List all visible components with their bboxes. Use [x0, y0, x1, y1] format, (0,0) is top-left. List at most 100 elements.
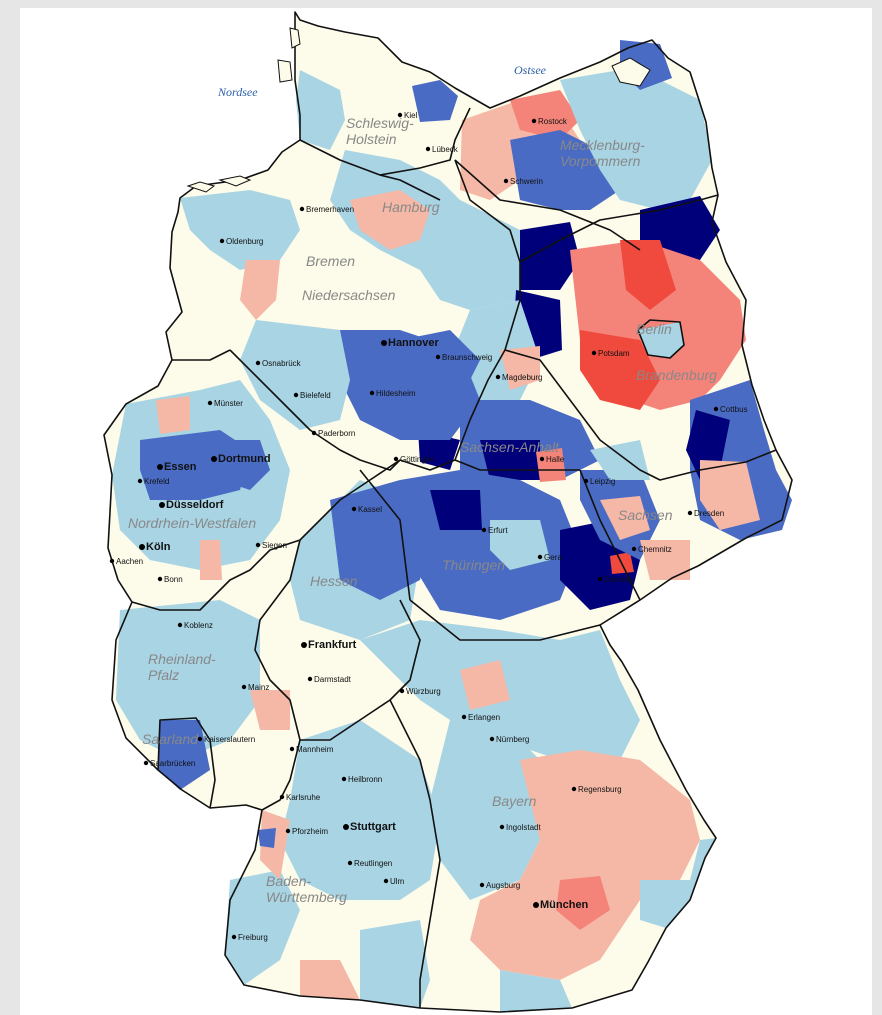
city-dot-hannover [381, 340, 387, 346]
region-47 [116, 600, 260, 760]
region-49 [158, 720, 210, 790]
region-18 [638, 322, 684, 358]
region-40 [490, 520, 550, 570]
city-label-duesseldorf: Düsseldorf [166, 499, 224, 511]
city-dot-rostock [531, 118, 537, 124]
city-label-kaiserslautern: Kaiserslautern [204, 735, 255, 744]
city-label-hildesheim: Hildesheim [376, 389, 416, 398]
city-label-essen: Essen [164, 461, 197, 473]
city-label-chemnitz: Chemnitz [638, 545, 672, 554]
state-label-schleswig-holstein: Schleswig- [346, 115, 414, 131]
city-dot-dresden [687, 510, 693, 516]
region-45 [600, 496, 650, 540]
region-30 [400, 330, 480, 400]
city-dot-mannheim [289, 746, 295, 752]
city-label-stuttgart: Stuttgart [350, 821, 396, 833]
city-label-leipzig: Leipzig [590, 477, 615, 486]
city-dot-muenster [207, 400, 213, 406]
city-dot-bielefeld [293, 392, 299, 398]
state-label-bremen: Bremen [306, 253, 355, 269]
city-dot-wuerzburg [399, 688, 405, 694]
city-label-ingolstadt: Ingolstadt [506, 823, 541, 832]
city-dot-erfurt [481, 527, 487, 533]
city-label-frankfurt: Frankfurt [308, 639, 357, 651]
city-dot-koeln [139, 544, 145, 550]
city-dot-ingolstadt [499, 824, 505, 830]
region-46 [640, 540, 690, 580]
city-dot-aachen [109, 558, 115, 564]
city-dot-braunschweig [435, 354, 441, 360]
region-4 [180, 190, 300, 270]
state-label-thueringen: Thüringen [442, 557, 505, 573]
city-dot-kassel [351, 506, 357, 512]
city-label-reutlingen: Reutlingen [354, 859, 392, 868]
city-dot-regensburg [571, 786, 577, 792]
city-dot-stuttgart [343, 824, 349, 830]
city-label-koblenz: Koblenz [184, 621, 213, 630]
region-59 [258, 828, 276, 848]
city-label-ulm: Ulm [390, 877, 405, 886]
city-dot-krefeld [137, 478, 143, 484]
city-dot-dortmund [211, 456, 217, 462]
city-label-krefeld: Krefeld [144, 477, 169, 486]
region-1 [296, 70, 345, 150]
state-label-nordrhein-westfalen: Nordrhein-Westfalen [128, 515, 256, 531]
city-dot-saarbruecken [143, 760, 149, 766]
city-label-muenster: Münster [214, 399, 243, 408]
state-label-hessen: Hessen [310, 573, 358, 589]
region-34 [156, 396, 190, 434]
sea-label-nordsee: Nordsee [217, 85, 258, 99]
region-8 [510, 90, 580, 140]
city-dot-bremerhaven [299, 206, 305, 212]
city-dot-goettingen [393, 456, 399, 462]
city-label-regensburg: Regensburg [578, 785, 622, 794]
city-dot-kiel [397, 112, 403, 118]
region-3 [330, 150, 520, 310]
city-label-kiel: Kiel [404, 111, 418, 120]
city-label-paderborn: Paderborn [318, 429, 355, 438]
city-label-saarbruecken: Saarbrücken [150, 759, 195, 768]
region-48 [250, 690, 290, 730]
city-label-heilbronn: Heilbronn [348, 775, 382, 784]
city-label-muenchen: München [540, 899, 589, 911]
state-label-hamburg: Hamburg [382, 199, 440, 215]
city-dot-erlangen [461, 714, 467, 720]
region-61 [360, 920, 430, 1008]
state-label-baden-wuerttemberg: Baden- [266, 873, 311, 889]
city-label-hannover: Hannover [388, 337, 439, 349]
region-21 [700, 460, 760, 530]
city-dot-cottbus [713, 406, 719, 412]
city-label-halle: Halle [546, 455, 565, 464]
city-dot-frankfurt [301, 642, 307, 648]
city-label-oldenburg: Oldenburg [226, 237, 263, 246]
city-dot-potsdam [591, 350, 597, 356]
city-dot-muenchen [533, 902, 539, 908]
city-label-potsdam: Potsdam [598, 349, 630, 358]
city-dot-nuernberg [489, 736, 495, 742]
city-dot-essen [157, 464, 163, 470]
state-label-niedersachsen: Niedersachsen [302, 287, 396, 303]
city-label-koeln: Köln [146, 541, 171, 553]
city-dot-gera [537, 554, 543, 560]
region-2 [412, 80, 458, 122]
region-54 [556, 876, 610, 930]
region-62 [500, 970, 572, 1012]
region-56 [280, 720, 440, 900]
city-label-augsburg: Augsburg [486, 881, 520, 890]
city-label-braunschweig: Braunschweig [442, 353, 492, 362]
city-label-dresden: Dresden [694, 509, 724, 518]
city-dot-paderborn [311, 430, 317, 436]
region-51 [460, 660, 510, 710]
region-60 [300, 960, 360, 1000]
city-label-mannheim: Mannheim [296, 745, 334, 754]
city-label-osnabrueck: Osnabrück [262, 359, 302, 368]
city-dot-zwickau [597, 576, 603, 582]
state-label-bayern: Bayern [492, 793, 537, 809]
city-label-karlsruhe: Karlsruhe [286, 793, 321, 802]
city-label-bielefeld: Bielefeld [300, 391, 331, 400]
city-label-pforzheim: Pforzheim [292, 827, 328, 836]
region-44 [590, 440, 650, 480]
region-16 [580, 330, 660, 410]
city-dot-oldenburg [219, 238, 225, 244]
